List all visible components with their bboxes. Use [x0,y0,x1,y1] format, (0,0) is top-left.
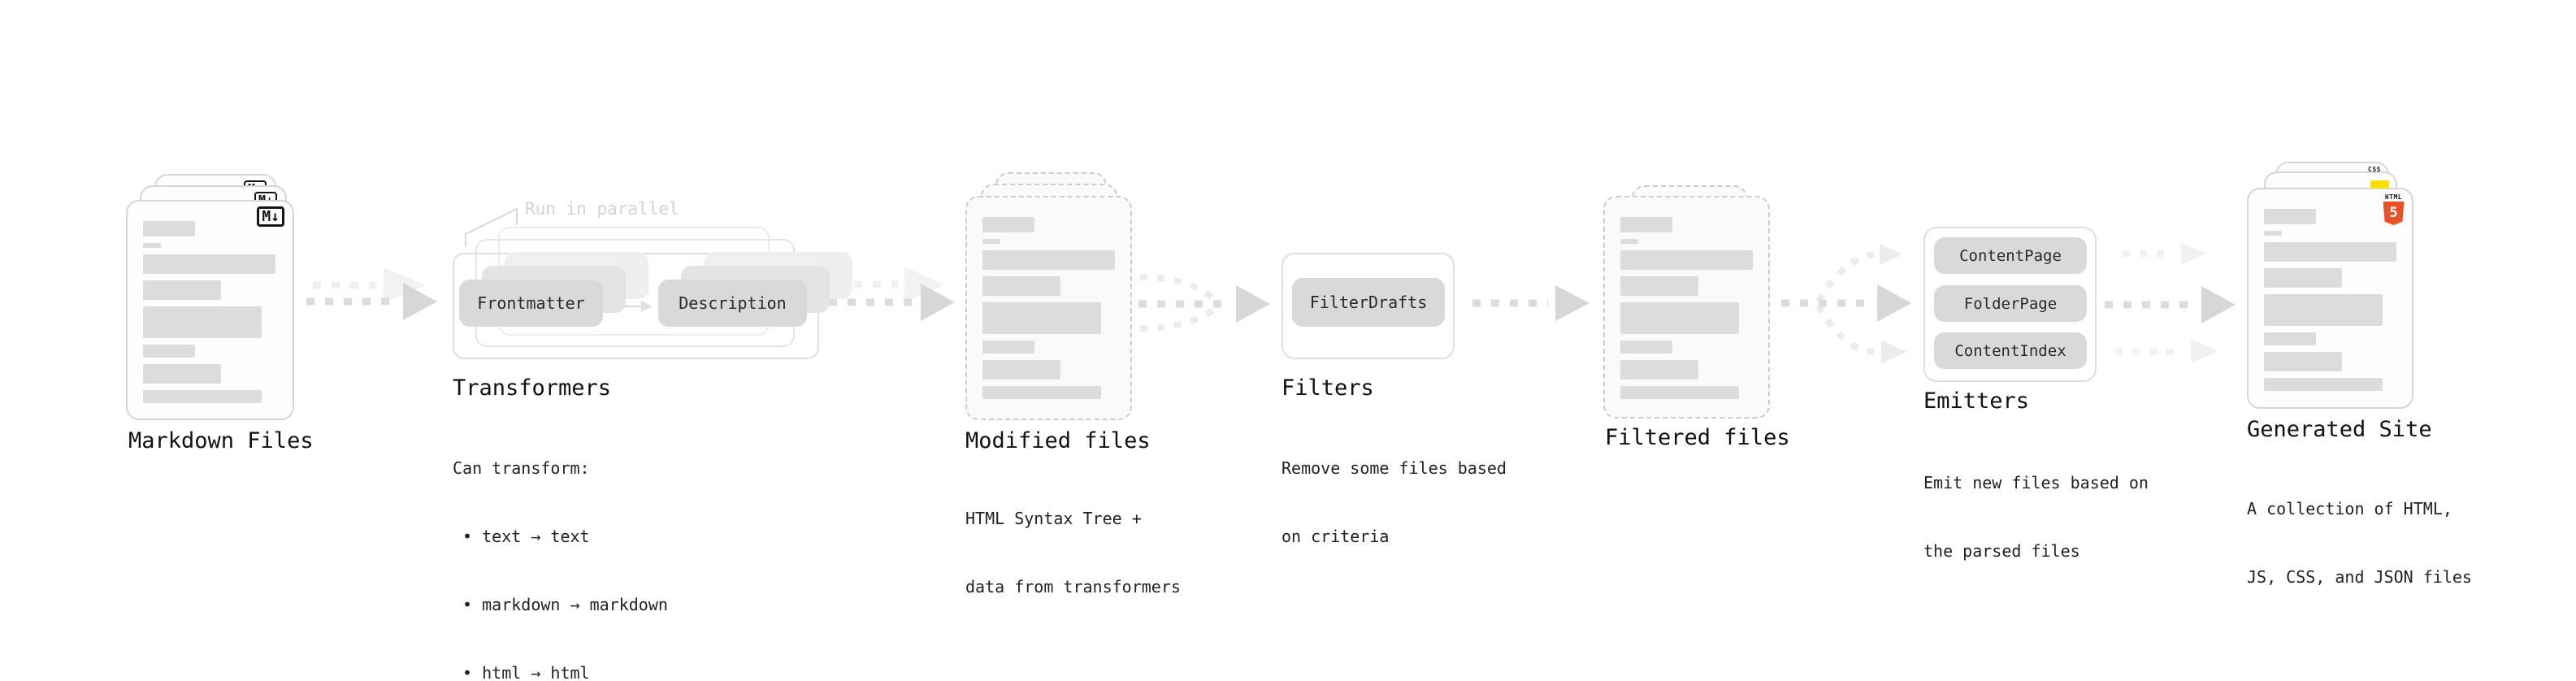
stage-description: A collection of HTML, JS, CSS, and JSON … [2247,452,2472,634]
filterdrafts-pill: FilterDrafts [1292,278,1445,327]
doc-content-bar [1620,276,1698,296]
description-line: • text → text [453,527,590,546]
doc-content-bar [143,364,221,384]
doc-content-bar [143,243,161,248]
filtered-file-card [1603,196,1770,419]
description-line: data from transformers [965,577,1181,596]
description-line: the parsed files [1923,541,2080,561]
doc-content-bar [2264,231,2282,236]
doc-content-bar [982,302,1101,334]
document-content-placeholder [2264,209,2396,391]
stage-description: Emit new files based on the parsed files [1923,426,2149,608]
document-content-placeholder [1620,217,1753,399]
modified-file-card [965,196,1132,420]
html5-icon: HTML 5 [2383,193,2405,225]
doc-content-bar [2264,332,2316,345]
description-line: • markdown → markdown [453,595,668,614]
description-line: JS, CSS, and JSON files [2247,567,2472,587]
description-line: Remove some files based [1281,458,1507,478]
html5-shield: 5 [2383,202,2405,225]
stage-title: Transformers [453,375,612,401]
stage-description: Remove some files based on criteria [1281,411,1507,593]
doc-content-bar [982,217,1034,232]
arrow-filtered-to-emitters-split [1781,244,1911,363]
doc-content-bar [1620,386,1739,399]
doc-content-bar [2264,209,2316,224]
doc-content-bar [1620,302,1739,334]
doc-content-bar [2264,268,2342,288]
stage-description: Can transform: • text → text • markdown … [453,411,668,681]
doc-content-bar [143,280,221,300]
doc-content-bar [2264,294,2383,326]
arrow-modified-to-filters-merge [1138,274,1270,332]
contentpage-pill: ContentPage [1934,237,2087,274]
description-line: • html → html [453,663,590,681]
stage-title: Modified files [965,428,1151,453]
doc-content-bar [2264,378,2383,391]
run-in-parallel-annotation: Run in parallel [525,199,679,219]
annotation-leader-line [465,207,518,246]
arrow-transformers-to-modified [829,267,955,321]
stage-title: Filters [1281,375,1374,401]
generated-html-file-card: HTML 5 [2247,188,2413,409]
doc-content-bar [2264,352,2342,371]
stage-title: Filtered files [1605,425,1790,450]
contentindex-pill: ContentIndex [1934,332,2087,369]
description-line: Emit new files based on [1923,473,2149,492]
markdown-file-card: M↓ [126,200,294,420]
arrow-emitters-to-generated [2105,243,2236,363]
stage-title: Emitters [1923,388,2030,414]
stage-title: Markdown Files [128,428,314,453]
doc-content-bar [982,386,1101,399]
stage-title: Generated Site [2247,417,2432,442]
doc-content-bar [1620,360,1698,380]
doc-content-bar [1620,217,1672,232]
stage-description: HTML Syntax Tree + data from transformer… [965,462,1181,644]
doc-content-bar [982,340,1034,354]
doc-content-bar [143,221,195,236]
doc-content-bar [982,239,1000,244]
frontmatter-pill: Frontmatter [459,280,603,327]
description-line: HTML Syntax Tree + [965,509,1142,528]
doc-content-bar [982,276,1060,296]
doc-content-bar [1620,239,1638,244]
doc-content-bar [982,360,1060,380]
document-content-placeholder [143,221,275,403]
document-content-placeholder [982,217,1115,399]
markdown-icon: M↓ [257,206,284,227]
arrow-markdown-to-transformers [306,267,437,320]
description-line: on criteria [1281,527,1390,546]
doc-content-bar [1620,340,1672,354]
doc-content-bar [982,250,1115,270]
doc-content-bar [143,390,262,403]
doc-content-bar [1620,250,1753,270]
doc-content-bar [143,254,275,274]
doc-content-bar [2264,242,2396,262]
html5-label: HTML [2384,193,2403,201]
description-line: Can transform: [453,458,590,478]
doc-content-bar [143,306,262,338]
doc-content-bar [143,345,195,358]
description-line: A collection of HTML, [2247,499,2452,518]
description-pill: Description [658,280,807,327]
folderpage-pill: FolderPage [1934,285,2087,322]
arrow-filters-to-filtered [1472,285,1589,321]
